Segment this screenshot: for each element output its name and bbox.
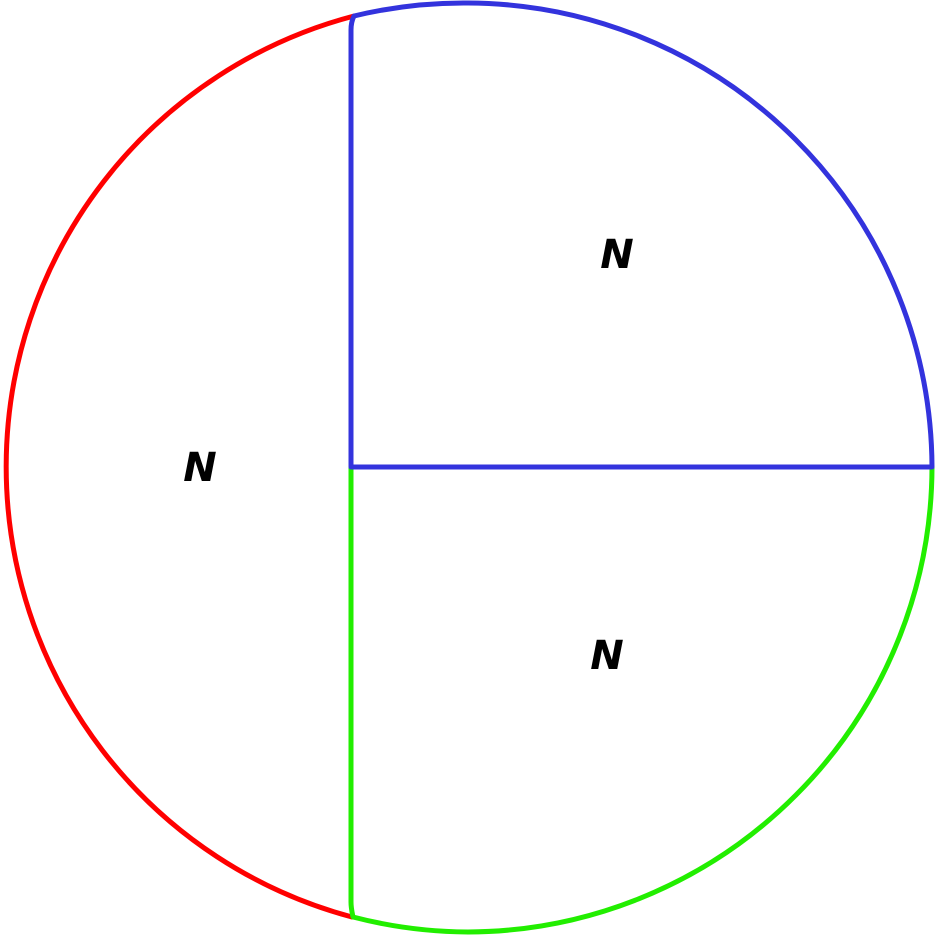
- top-right-region-label: N: [600, 232, 633, 278]
- left-region-label: N: [183, 445, 216, 491]
- left-region-boundary: [3, 13, 357, 920]
- top-right-region-boundary: [348, 0, 935, 470]
- bottom-right-region-boundary: [348, 464, 935, 935]
- bottom-right-region-label: N: [590, 633, 623, 679]
